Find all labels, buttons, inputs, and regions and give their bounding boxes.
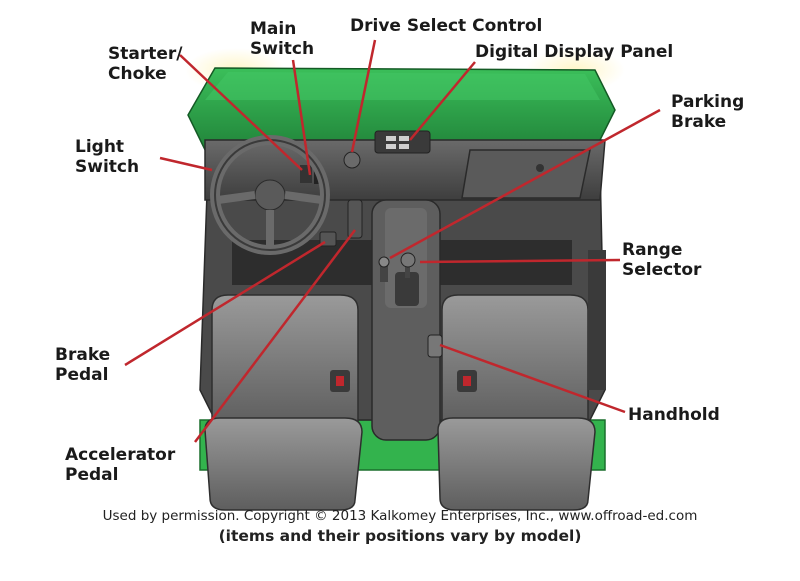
seat-icon — [437, 294, 596, 511]
callout-drive-select — [350, 39, 377, 153]
display-button — [386, 136, 396, 141]
gear-lever-icon — [395, 252, 419, 306]
callout-handhold — [439, 343, 626, 414]
side-post — [588, 250, 606, 390]
seatbelt-buckle-icon — [457, 370, 477, 392]
label-accelerator-pedal: Accelerator Pedal — [65, 445, 176, 485]
callout-light-switch — [159, 156, 213, 172]
callout-accelerator — [194, 229, 356, 443]
parking-brake-handle — [378, 256, 390, 268]
digital-display-panel — [374, 130, 431, 154]
label-digital-display-panel: Digital Display Panel — [475, 42, 674, 62]
label-starter-choke: Starter/ Choke — [108, 44, 183, 84]
copyright-credit: Used by permission. Copyright © 2013 Kal… — [102, 508, 698, 524]
label-drive-select-control: Drive Select Control — [350, 16, 543, 36]
model-variation-note: (items and their positions vary by model… — [218, 527, 582, 545]
display-button — [399, 144, 409, 149]
display-button — [399, 136, 409, 141]
seatbelt-buckle-icon — [330, 370, 350, 392]
callout-digital-display — [409, 61, 476, 141]
label-handhold: Handhold — [628, 405, 720, 425]
callout-starter-choke — [179, 54, 303, 171]
accelerator-pedal — [347, 199, 363, 239]
callout-parking-brake — [389, 108, 661, 260]
glovebox-latch — [536, 164, 544, 172]
seat-icon — [204, 294, 363, 511]
label-brake-pedal: Brake Pedal — [55, 345, 111, 385]
label-light-switch: Light Switch — [75, 137, 140, 177]
label-parking-brake: Parking Brake — [671, 92, 745, 132]
label-range-selector: Range Selector — [622, 240, 702, 280]
drive-select-knob — [343, 151, 361, 169]
callout-range-selector — [419, 258, 621, 264]
display-button — [386, 144, 396, 149]
callout-lines — [124, 39, 661, 443]
label-main-switch: Main Switch — [250, 19, 315, 59]
callout-brake-pedal — [124, 240, 326, 367]
hood-highlight — [205, 72, 600, 100]
callout-main-switch — [291, 59, 312, 176]
parking-brake-lever — [380, 260, 388, 282]
glovebox — [461, 149, 591, 199]
